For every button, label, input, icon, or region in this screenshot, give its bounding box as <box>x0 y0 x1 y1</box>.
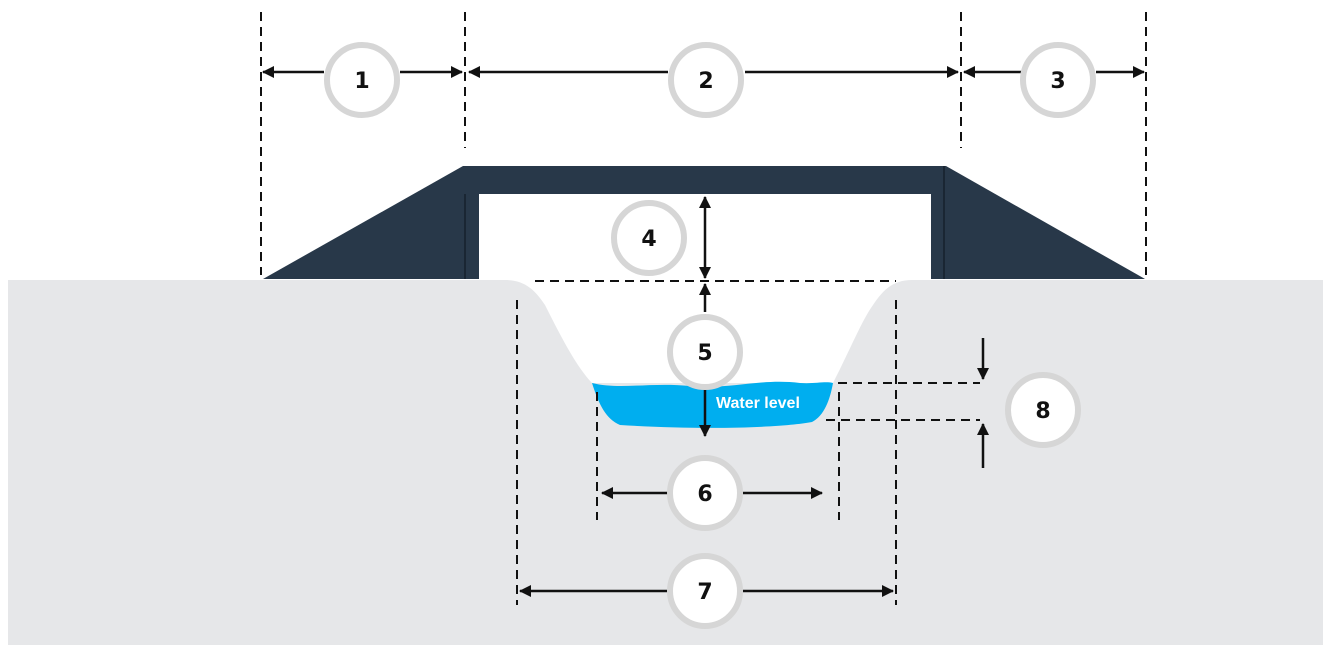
badge-1-number: 1 <box>354 69 369 94</box>
badge-8-number: 8 <box>1035 399 1050 424</box>
badge-8-circle <box>1005 372 1081 448</box>
bridge-structure <box>263 166 1145 279</box>
badge-3: 3 <box>1020 42 1096 118</box>
dashed-guides <box>260 12 1147 605</box>
badge-5-number: 5 <box>697 341 712 366</box>
badge-6-circle <box>667 455 743 531</box>
badge-5: 5 <box>667 314 743 390</box>
badge-6: 6 <box>667 455 743 531</box>
dimension-arrows <box>262 66 1145 597</box>
water-level-label: Water level <box>716 395 800 412</box>
badge-2-number: 2 <box>698 69 713 94</box>
badge-7: 7 <box>667 553 743 629</box>
badge-6-number: 6 <box>697 482 712 507</box>
badge-8: 8 <box>1005 372 1081 448</box>
badge-4: 4 <box>611 200 687 276</box>
badge-3-number: 3 <box>1050 69 1065 94</box>
water-body <box>592 381 833 428</box>
badge-3-circle <box>1020 42 1096 118</box>
badge-1-circle <box>324 42 400 118</box>
badge-5-circle <box>667 314 743 390</box>
left-embankment <box>263 166 479 279</box>
badge-7-number: 7 <box>697 580 712 605</box>
badge-7-circle <box>667 553 743 629</box>
bridge-deck <box>463 166 946 194</box>
badge-4-number: 4 <box>641 227 656 252</box>
badge-1: 1 <box>324 42 400 118</box>
right-embankment <box>931 166 1145 279</box>
ground-terrain <box>8 280 1323 645</box>
badge-2: 2 <box>668 42 744 118</box>
badge-4-circle <box>611 200 687 276</box>
badge-2-circle <box>668 42 744 118</box>
